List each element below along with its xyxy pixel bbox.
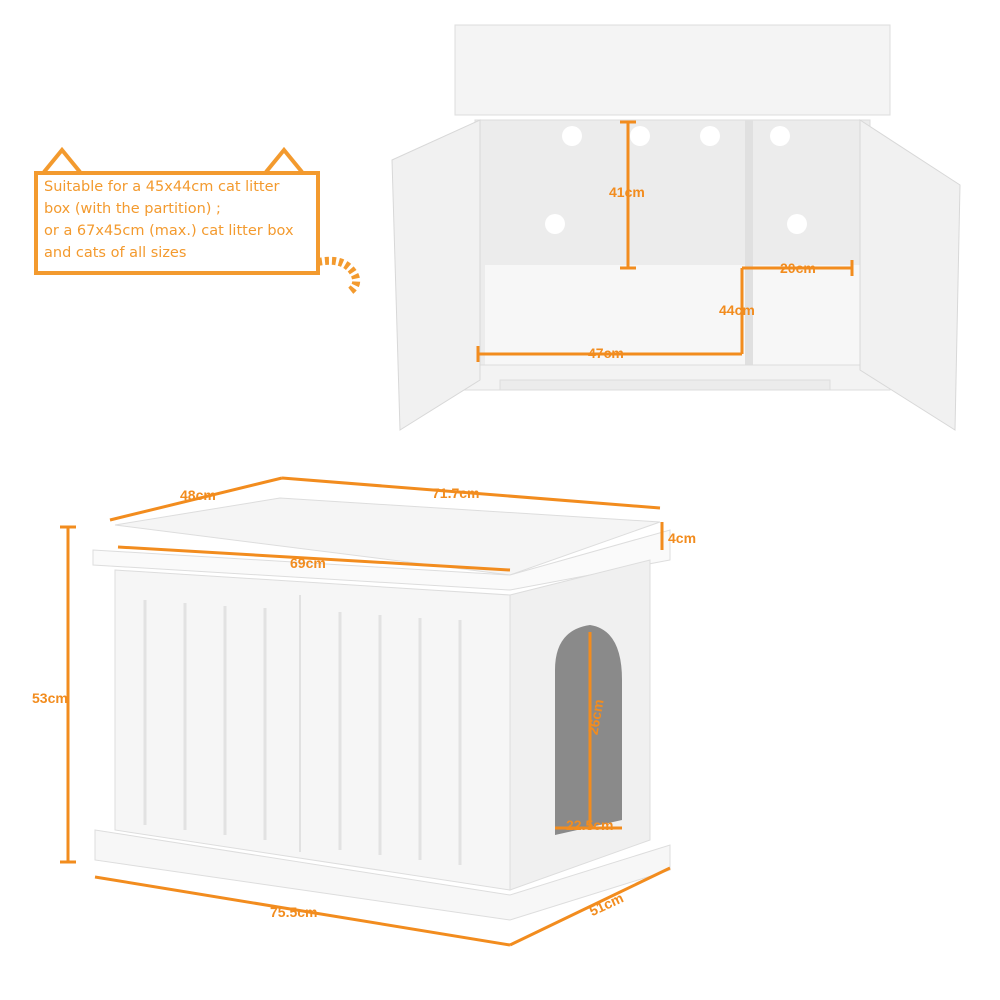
- compatibility-note: Suitable for a 45x44cm cat litter box (w…: [44, 176, 314, 264]
- note-line: or a 67x45cm (max.) cat litter box: [44, 223, 294, 239]
- interior-dimension-lines: [476, 120, 854, 362]
- top-depth-label: 48cm: [180, 487, 216, 503]
- door-width-label: 22.5cm: [566, 817, 613, 833]
- height-label: 53cm: [32, 690, 68, 706]
- note-frame: [34, 146, 361, 296]
- rim-height-label: 4cm: [668, 530, 696, 546]
- interior-height-label: 41cm: [609, 184, 645, 200]
- exterior-dimension-lines: [60, 476, 671, 947]
- interior-width-left-label: 47cm: [588, 345, 624, 361]
- interior-width-right-label: 20cm: [780, 260, 816, 276]
- note-line: box (with the partition) ;: [44, 201, 221, 217]
- note-line: and cats of all sizes: [44, 245, 187, 261]
- top-width-label: 71.7cm: [432, 485, 479, 501]
- door-height-label: 26cm: [585, 698, 607, 736]
- interior-depth-label: 44cm: [719, 302, 755, 318]
- note-line: Suitable for a 45x44cm cat litter: [44, 179, 280, 195]
- closed-cabinet-illustration: [92, 497, 671, 921]
- base-width-label: 75.5cm: [270, 904, 317, 920]
- top-inner-width-label: 69cm: [290, 555, 326, 571]
- open-cabinet-illustration: [391, 24, 961, 431]
